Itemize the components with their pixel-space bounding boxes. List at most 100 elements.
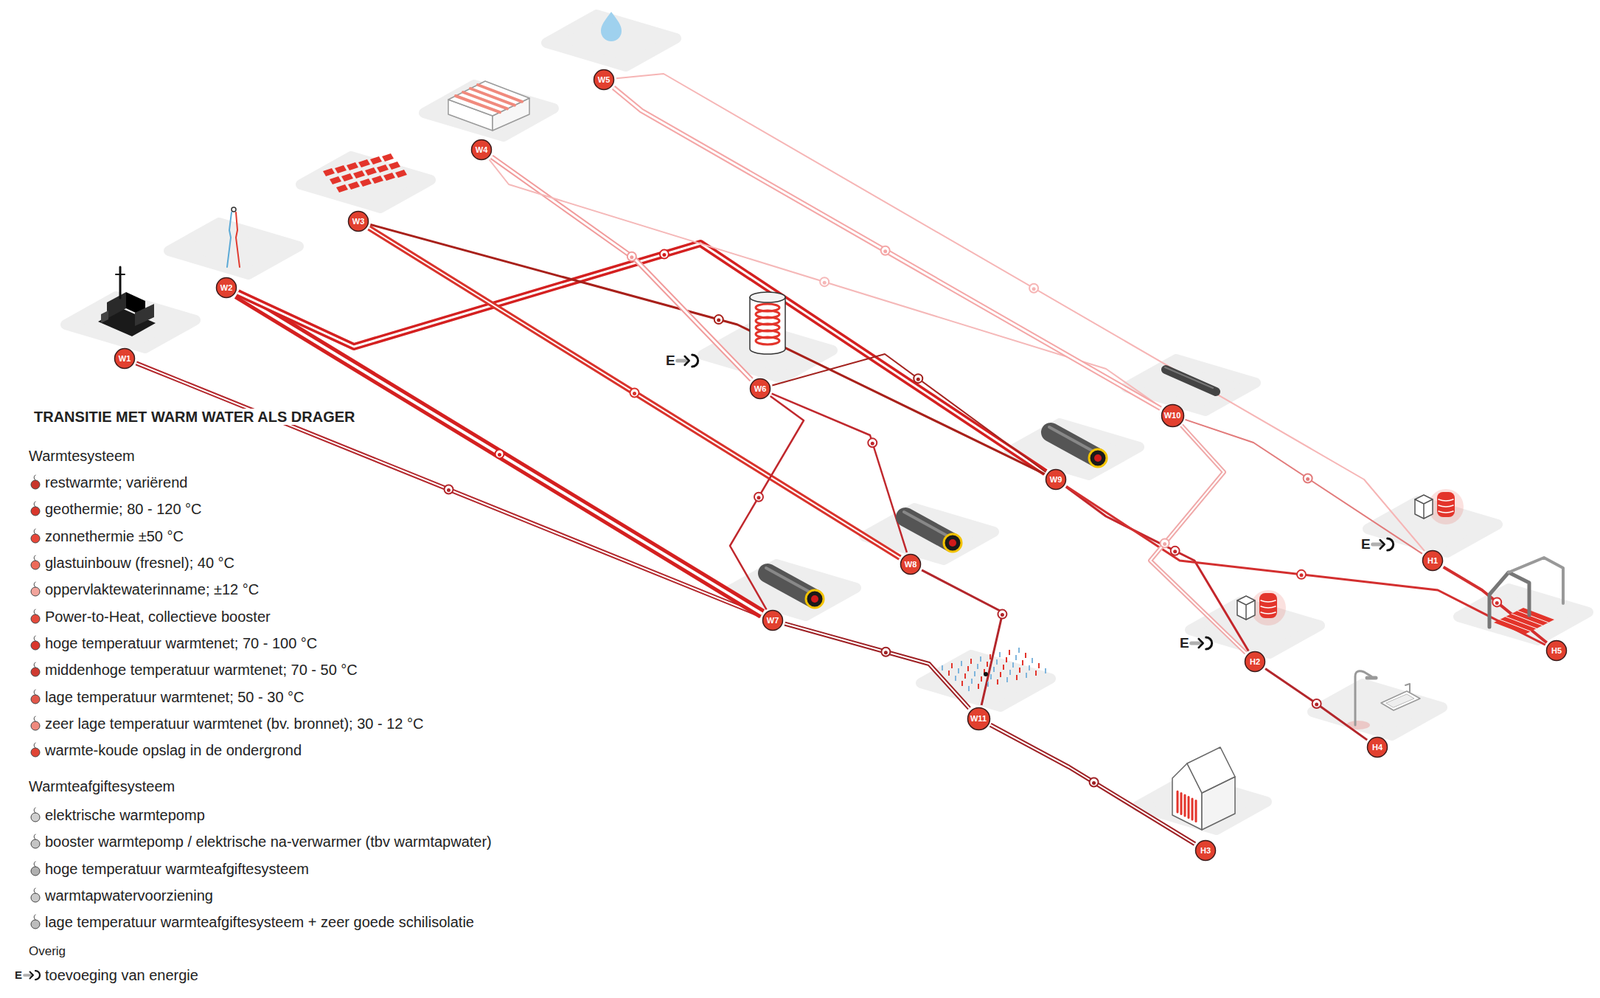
legend-row: glastuinbouw (fresnel); 40 °C — [29, 553, 235, 572]
callout-circle: W9 — [1044, 468, 1067, 491]
pipe-group — [771, 393, 907, 553]
legend-title-box: TRANSITIE MET WARM WATER ALS DRAGER — [32, 407, 357, 426]
icon-tile — [1125, 359, 1256, 411]
heat-pipe — [771, 353, 1046, 472]
icon-part — [1260, 606, 1276, 608]
icon-part — [1195, 800, 1198, 822]
legend-sample — [29, 554, 42, 571]
icon-part — [1021, 659, 1024, 666]
legend-row: zeer lage temperatuur warmtenet (bv. bro… — [29, 714, 424, 733]
icon-part — [1346, 720, 1370, 730]
label-box: E — [665, 352, 676, 370]
legend-text: warmte-koude opslag in de ondergrond — [44, 741, 302, 759]
legend-text: lage temperatuur warmteafgiftesysteem + … — [44, 912, 475, 931]
legend-sample — [29, 661, 42, 678]
icon-part — [383, 172, 396, 181]
icon-part — [1367, 676, 1376, 680]
callout-circle: W11 — [966, 706, 991, 731]
legend-row: zonnethermie ±50 °C — [29, 527, 184, 545]
legend-sample-dot — [30, 812, 40, 822]
callout-fill — [1046, 469, 1067, 490]
icon-part — [371, 175, 384, 184]
icon-part — [766, 567, 811, 593]
callout-fill — [750, 378, 771, 399]
icon-part — [341, 173, 354, 182]
pipe-marker-dot — [1314, 702, 1319, 707]
pipe-inner — [237, 294, 763, 614]
icon-part — [1176, 791, 1179, 812]
legend-text: hoge temperatuur warmtenet; 70 - 100 °C — [44, 634, 318, 652]
icon-part — [364, 167, 377, 176]
legend-sample-dot — [30, 586, 40, 596]
callout-fill — [901, 554, 921, 575]
legend-text: toevoeging van energie — [44, 965, 199, 984]
legend-text: zeer lage temperatuur warmtenet (bv. bro… — [44, 714, 424, 733]
pipe-marker-dot — [1173, 549, 1177, 553]
legend-text: glastuinbouw (fresnel); 40 °C — [44, 553, 235, 572]
node-icon — [1049, 426, 1107, 467]
callout-number: W3 — [352, 216, 365, 226]
energy-arrow — [1372, 538, 1394, 551]
legend-sample-tail — [33, 474, 36, 480]
icon-part — [1165, 369, 1216, 392]
legend-sample — [29, 634, 42, 652]
icon-part — [359, 178, 372, 187]
icon-part — [903, 511, 949, 537]
legend-sample-tail — [33, 914, 36, 920]
callout-circle: W6 — [749, 377, 772, 400]
callout-fill — [216, 277, 237, 298]
icon-part — [970, 658, 972, 664]
icon-part — [1386, 693, 1415, 708]
node-icon — [600, 11, 622, 42]
icon-part — [993, 666, 995, 672]
energy-letter: E — [14, 968, 23, 981]
icon-part — [1381, 690, 1421, 711]
icon-part — [1428, 488, 1464, 525]
label-box: Overig — [28, 943, 66, 959]
pipe-group — [921, 569, 1007, 705]
icon-part — [1006, 676, 1008, 683]
callout-fill — [471, 140, 492, 160]
icon-part — [353, 170, 365, 179]
icon-part — [231, 207, 236, 212]
legend-sample-dot — [30, 640, 40, 650]
pipe-marker-dot — [629, 255, 634, 259]
icon-part — [336, 184, 349, 193]
energy-arrow-shaft — [1372, 542, 1384, 547]
icon-part — [1187, 746, 1236, 793]
node-icon — [448, 81, 530, 131]
pipe-inner — [990, 724, 1195, 844]
legend-text: oppervlaktewaterinname; ±12 °C — [44, 580, 259, 598]
callout-number: W8 — [904, 559, 918, 569]
heat-pipe — [1185, 419, 1423, 554]
pipe-marker-dot — [883, 249, 888, 253]
icon-part — [376, 164, 389, 173]
pipe-inner — [1150, 425, 1247, 654]
energy-arrow-head — [684, 356, 690, 365]
callout-fill — [115, 348, 135, 369]
icon-part — [811, 595, 819, 603]
node-icon — [903, 511, 962, 552]
icon-part — [235, 212, 240, 267]
heat-pipe — [237, 294, 763, 614]
pipe-marker-dot — [884, 650, 888, 655]
energy-arrow-arc — [1387, 538, 1394, 551]
legend-row: toevoeging van energie — [29, 965, 199, 984]
icon-tile — [920, 654, 1051, 707]
node-icon — [322, 153, 408, 193]
pipe-group — [370, 224, 1045, 474]
legend-sample-dot — [30, 866, 40, 876]
pipe-marker-dot — [497, 452, 502, 457]
icon-tile — [1458, 588, 1589, 640]
icon-part — [1260, 611, 1276, 614]
callout-fill — [1423, 550, 1443, 571]
icon-part — [960, 660, 963, 666]
pipe-marker-dot — [1162, 541, 1167, 546]
legend-sample-tail — [33, 833, 36, 840]
callout-fill — [763, 610, 784, 631]
energy-arrow-head — [1380, 539, 1385, 549]
pipe-marker — [1296, 569, 1306, 579]
legend-text: middenhoge temperatuur warmtenet; 70 - 5… — [44, 660, 358, 679]
callout-number: H3 — [1200, 845, 1211, 855]
icon-tile — [1312, 683, 1443, 736]
